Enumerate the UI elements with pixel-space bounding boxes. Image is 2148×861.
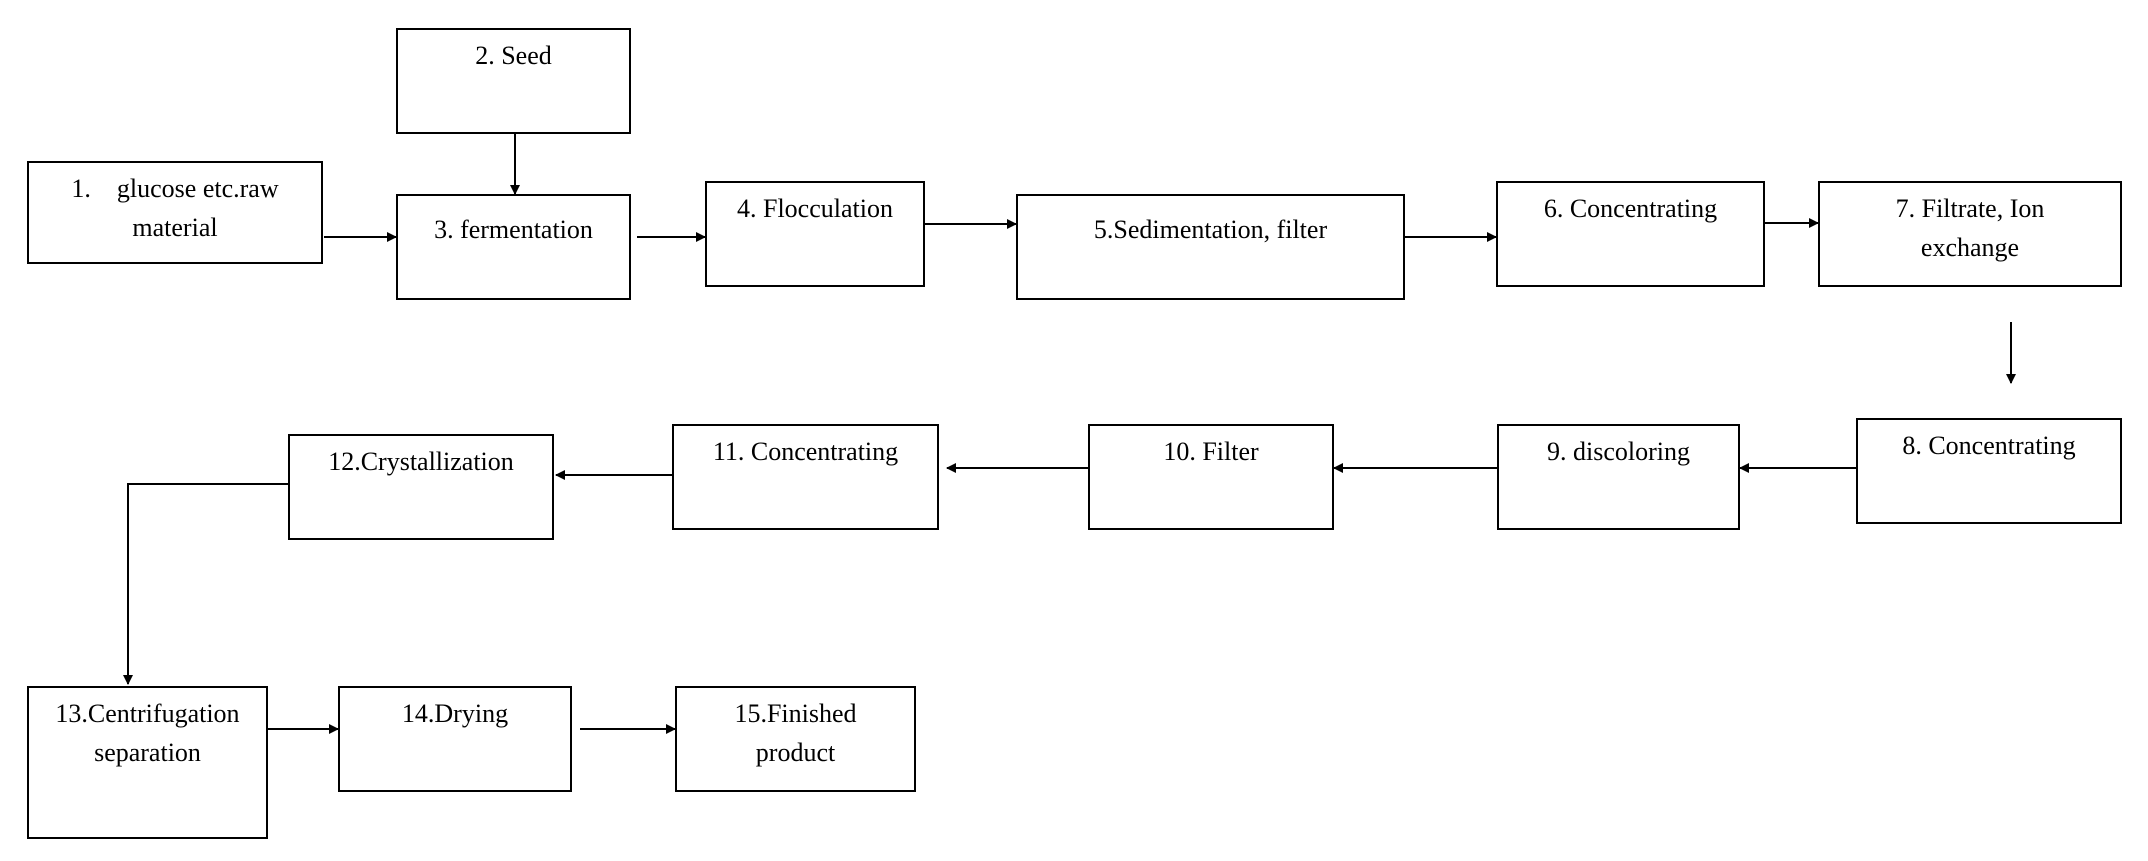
step-7-line-1: 7. Filtrate, Ion bbox=[1895, 194, 2045, 223]
step-box-15: 15.Finished product bbox=[675, 686, 916, 792]
step-15-line-1: 15.Finished bbox=[734, 699, 857, 728]
step-15-line-2: product bbox=[755, 738, 836, 767]
step-box-4: 4. Flocculation bbox=[705, 181, 925, 287]
step-1-line-1: 1. glucose etc.raw bbox=[71, 174, 279, 203]
step-5-label: 5.Sedimentation, filter bbox=[1093, 215, 1328, 244]
step-7-line-2: exchange bbox=[1920, 233, 2020, 262]
step-3-label: 3. fermentation bbox=[434, 215, 593, 244]
step-14-label: 14.Drying bbox=[401, 699, 509, 728]
step-box-8: 8. Concentrating bbox=[1856, 418, 2122, 524]
step-9-label: 9. discoloring bbox=[1547, 437, 1690, 466]
step-13-line-2: separation bbox=[94, 738, 201, 767]
step-2-label: 2. Seed bbox=[475, 41, 552, 70]
step-box-12: 12.Crystallization bbox=[288, 434, 554, 540]
step-box-13: 13.Centrifugation separation bbox=[27, 686, 268, 839]
step-4-label: 4. Flocculation bbox=[737, 194, 893, 223]
step-6-label: 6. Concentrating bbox=[1543, 194, 1718, 223]
step-box-14: 14.Drying bbox=[338, 686, 572, 792]
step-box-6: 6. Concentrating bbox=[1496, 181, 1765, 287]
step-box-5: 5.Sedimentation, filter bbox=[1016, 194, 1405, 300]
step-box-11: 11. Concentrating bbox=[672, 424, 939, 530]
step-box-3: 3. fermentation bbox=[396, 194, 631, 300]
step-box-7: 7. Filtrate, Ion exchange bbox=[1818, 181, 2122, 287]
step-box-10: 10. Filter bbox=[1088, 424, 1334, 530]
step-1-line-2: material bbox=[132, 213, 218, 242]
step-box-2: 2. Seed bbox=[396, 28, 631, 134]
step-8-label: 8. Concentrating bbox=[1902, 431, 2076, 460]
step-13-line-1: 13.Centrifugation bbox=[55, 699, 240, 728]
step-11-label: 11. Concentrating bbox=[712, 437, 899, 466]
step-box-9: 9. discoloring bbox=[1497, 424, 1740, 530]
step-12-label: 12.Crystallization bbox=[328, 447, 514, 476]
arrow-s12-s13 bbox=[123, 483, 288, 685]
step-box-1: 1. glucose etc.raw material bbox=[27, 161, 323, 264]
step-10-label: 10. Filter bbox=[1163, 437, 1259, 466]
